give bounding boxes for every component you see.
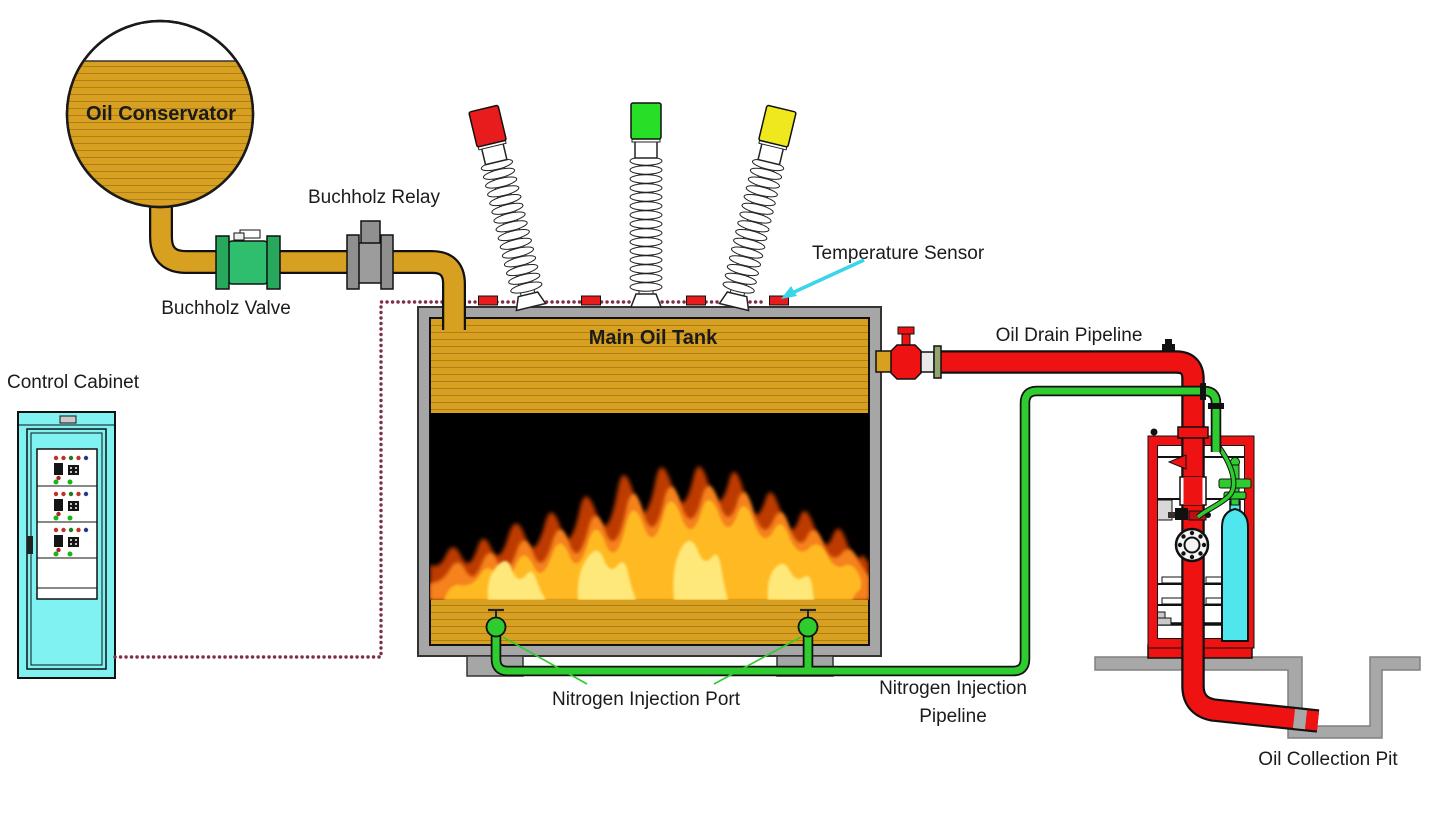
bushing-left — [468, 104, 548, 312]
temperature-sensor-2 — [581, 295, 601, 306]
pipe-flange-disc — [933, 345, 942, 379]
buchholz-valve-label: Buchholz Valve — [161, 298, 291, 319]
temperature-sensor-1 — [478, 295, 498, 306]
nitrogen-injection-pipeline-label-line2: Pipeline — [919, 706, 987, 727]
buchholz-relay-label: Buchholz Relay — [307, 187, 441, 208]
door-handle — [27, 536, 33, 554]
control-cabinet-label: Control Cabinet — [7, 372, 140, 393]
pipe-top-flange — [1177, 426, 1209, 439]
fire-flames-image — [430, 413, 869, 600]
nitrogen-injection-pipeline — [490, 383, 1224, 677]
oil-collection-pit-label: Oil Collection Pit — [1258, 749, 1398, 770]
oil-drain-valve — [875, 326, 942, 380]
temperature-sensor-arrow-icon — [781, 258, 865, 299]
pipe-flange-wheel — [1174, 527, 1210, 563]
pipe-coupling-band — [1292, 709, 1308, 730]
temperature-sensor-4 — [769, 295, 789, 306]
oil-conservator-label: Oil Conservator — [85, 103, 237, 125]
temperature-sensor-3 — [686, 295, 706, 306]
port-leader-line-left — [502, 636, 588, 685]
spray-nozzle — [1167, 454, 1187, 470]
nitrogen-port-right — [797, 616, 819, 638]
buchholz-relay — [346, 220, 394, 290]
temperature-sensors — [478, 295, 789, 306]
nitrogen-cylinder — [1196, 445, 1252, 642]
bushing-right — [717, 104, 797, 312]
oil-drain-pipeline-label: Oil Drain Pipeline — [995, 325, 1143, 346]
cabinet-vent — [59, 415, 77, 424]
bushing-cap-red — [468, 104, 507, 148]
main-oil-tank — [417, 306, 882, 677]
main-oil-tank-label: Main Oil Tank — [588, 327, 718, 349]
bushing-cap-yellow — [758, 104, 797, 148]
nitrogen-injection-ports — [485, 608, 819, 685]
nitrogen-port-left — [485, 616, 507, 638]
nitrogen-cabinet-fittings — [1150, 339, 1211, 563]
temperature-sensor-label: Temperature Sensor — [812, 243, 985, 264]
nitrogen-injection-pipeline-label-line1: Nitrogen Injection — [879, 678, 1027, 699]
bushing-middle — [629, 102, 663, 308]
sensor-signal-cable — [113, 300, 764, 659]
buchholz-valve — [215, 229, 281, 290]
oil-pipe — [149, 196, 466, 330]
nitrogen-injection-port-label: Nitrogen Injection Port — [552, 689, 740, 710]
conservator-oil-level — [68, 61, 252, 206]
cabinet-panel — [36, 448, 98, 600]
oil-conservator — [65, 19, 255, 209]
bushing-cap-green — [630, 102, 662, 140]
nitrogen-injection-pipeline-label: Nitrogen Injection Pipeline — [856, 675, 1050, 731]
pipeline-flange — [1200, 383, 1206, 400]
pipeline-valve-band — [1208, 403, 1224, 409]
control-cabinet — [17, 411, 116, 679]
port-leader-line-right — [713, 636, 802, 685]
